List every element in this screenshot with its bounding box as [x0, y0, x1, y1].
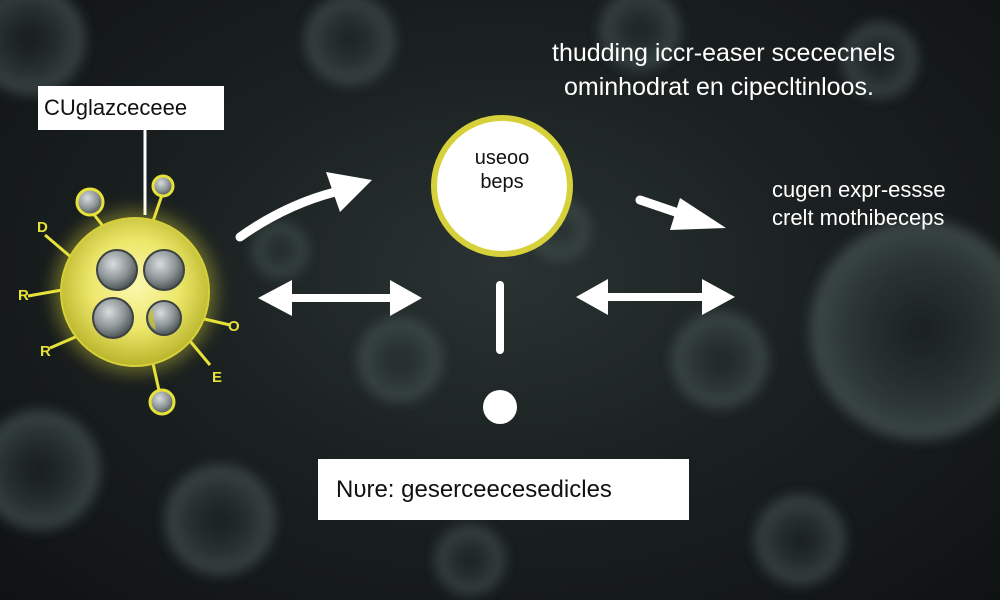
- receptor-letter: E: [212, 369, 222, 386]
- arrowhead-to-center-node: [326, 172, 372, 212]
- top-caption-line-1: thudding iccr-easer scececnels: [552, 39, 896, 67]
- bg-virus-particle: [600, 0, 680, 70]
- right-caption-line-1: cugen expr-essse: [772, 177, 946, 202]
- receptor-heads: [75, 174, 176, 416]
- right-caption-line-2: crelt mothibeceps: [772, 205, 945, 230]
- yellow-cell: D R R O E: [18, 174, 240, 416]
- bg-virus-particle: [252, 222, 308, 278]
- bg-virus-particle: [0, 0, 85, 95]
- center-node: [431, 115, 573, 257]
- bg-virus-particle: [358, 318, 442, 402]
- top-caption-line-2: ominhodrat en cipecltinloos.: [564, 73, 874, 101]
- bg-virus-particle: [305, 0, 395, 85]
- bg-virus-particle: [165, 465, 275, 575]
- bg-virus-particle: [435, 525, 505, 595]
- note-box: Nᴜre: geserceecesedicles: [318, 459, 689, 520]
- top-caption: thudding iccr-easer scececnels ominhodra…: [552, 36, 895, 104]
- bg-virus-particle: [672, 312, 768, 408]
- bg-virus-particle: [842, 22, 918, 98]
- cell-granules: [92, 249, 185, 339]
- bg-virus-particle: [755, 495, 845, 585]
- receptor-letter: R: [18, 287, 29, 304]
- receptor-letter: O: [228, 318, 240, 335]
- cell-label: CUglazceceee: [38, 86, 224, 130]
- receptor-letter: D: [37, 219, 48, 236]
- terminal-dot: [483, 390, 517, 424]
- arrow-to-center-node: [235, 187, 340, 242]
- receptor-letter: R: [40, 343, 51, 360]
- bg-virus-particle: [810, 220, 1000, 440]
- right-caption: cugen expr-essse crelt mothibeceps: [772, 176, 946, 232]
- bg-virus-particle: [0, 410, 100, 530]
- cell-label-text: CUglazceceee: [44, 95, 188, 120]
- center-node-line-1: useoo: [474, 147, 530, 169]
- center-node-line-2: beps: [480, 171, 524, 193]
- center-node-label: useoo beps: [432, 146, 572, 194]
- arrows: [235, 172, 735, 424]
- note-text: Nᴜre: geserceecesedicles: [336, 476, 612, 503]
